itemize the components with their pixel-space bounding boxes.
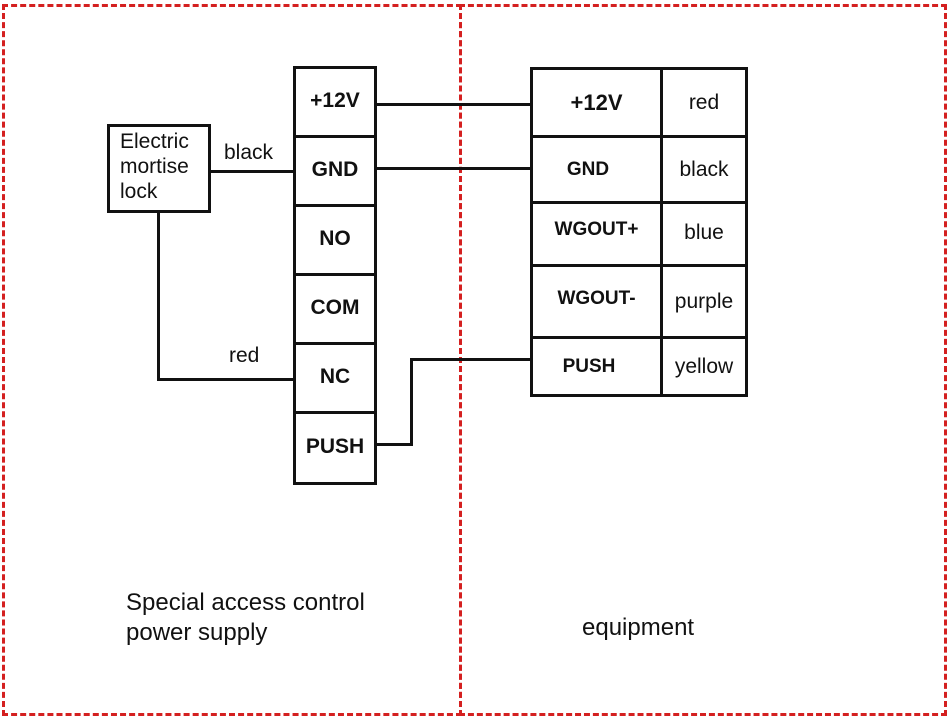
wire-push-in bbox=[410, 358, 532, 361]
lock-label-line3: lock bbox=[120, 180, 158, 203]
terminal-com: COM bbox=[293, 273, 377, 345]
eq-label-gnd: GND bbox=[566, 158, 610, 180]
wire-push-out bbox=[376, 443, 413, 446]
eq-color-wgout-minus: purple bbox=[674, 289, 734, 313]
terminal-nc: NC bbox=[293, 342, 377, 414]
power-supply-title-line1: Special access control bbox=[126, 589, 365, 616]
wire-push-vertical bbox=[410, 358, 413, 446]
eq-table-right-line bbox=[745, 67, 748, 397]
wire-red-lock-horizontal bbox=[157, 378, 295, 381]
eq-table-divider bbox=[660, 67, 663, 397]
eq-table-left-line bbox=[530, 67, 533, 397]
eq-color-wgout-plus: blue bbox=[684, 220, 724, 244]
eq-table-bottom-line bbox=[530, 394, 748, 397]
terminal-no: NO bbox=[293, 204, 377, 276]
eq-label-wgout-plus: WGOUT+ bbox=[554, 219, 639, 240]
red-wire-label: red bbox=[229, 344, 260, 367]
eq-table-line-1 bbox=[530, 135, 748, 138]
eq-color-push: yellow bbox=[674, 354, 734, 378]
eq-table-line-3 bbox=[530, 264, 748, 267]
eq-table-line-2 bbox=[530, 201, 748, 204]
eq-table-top-line bbox=[530, 67, 748, 70]
equipment-title: equipment bbox=[582, 614, 695, 641]
eq-table-line-4 bbox=[530, 336, 748, 339]
electric-mortise-lock: Electric mortise lock bbox=[107, 124, 211, 213]
power-supply-title-line2: power supply bbox=[126, 619, 268, 646]
eq-label-push: PUSH bbox=[562, 355, 616, 377]
terminal-12v: +12V bbox=[293, 66, 377, 138]
wire-black-lock bbox=[211, 170, 295, 173]
wire-12v bbox=[376, 103, 532, 106]
eq-color-12v: red bbox=[688, 90, 720, 114]
lock-label-line1: Electric bbox=[120, 130, 189, 153]
wire-red-lock-vertical bbox=[157, 213, 160, 380]
eq-color-gnd: black bbox=[679, 157, 729, 181]
eq-label-12v: +12V bbox=[570, 89, 623, 115]
black-wire-label: black bbox=[224, 141, 274, 164]
terminal-gnd: GND bbox=[293, 135, 377, 207]
lock-label-line2: mortise bbox=[120, 155, 189, 178]
terminal-push: PUSH bbox=[305, 435, 365, 458]
eq-label-wgout-minus: WGOUT- bbox=[557, 288, 636, 309]
wire-gnd bbox=[376, 167, 532, 170]
